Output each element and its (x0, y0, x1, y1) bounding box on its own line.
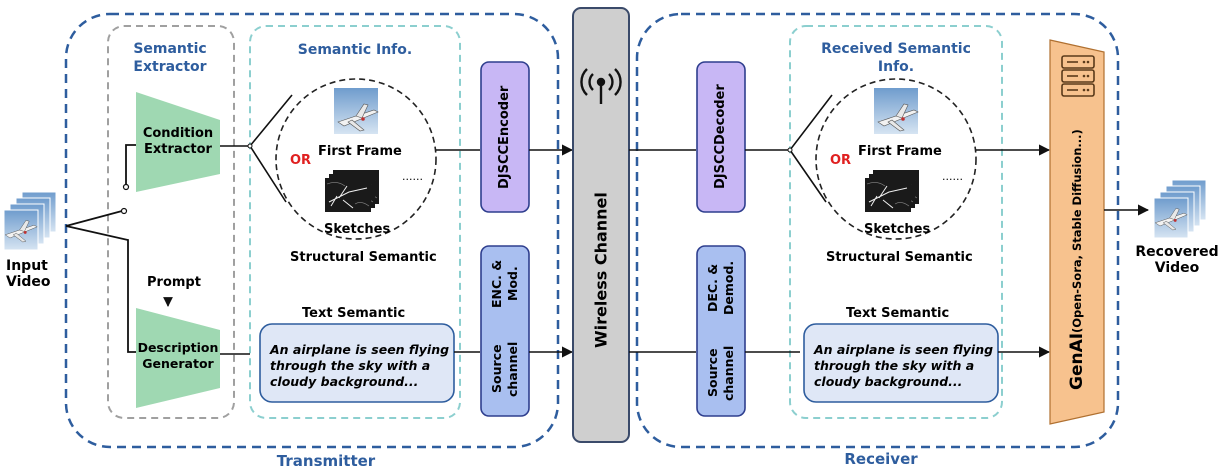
receiver-semantic-circle (815, 78, 977, 240)
tx-ellipsis: ...... (402, 170, 423, 183)
rx-text-semantic-box (803, 323, 999, 403)
transmitter-label: Transmitter (276, 452, 376, 470)
rx-or-label: OR (830, 153, 852, 168)
rx-first-frame-label: First Frame (858, 144, 942, 159)
tx-or-label: OR (290, 153, 312, 168)
prompt-label: Prompt (147, 275, 201, 290)
rx-first-frame-image (874, 88, 919, 134)
rx-structural-semantic: Structural Semantic (826, 250, 973, 265)
tx-structural-semantic: Structural Semantic (290, 250, 437, 265)
recovered-video-icon (1153, 179, 1207, 239)
semantic-info-region (249, 25, 461, 419)
tx-first-frame-label: First Frame (318, 144, 402, 159)
source-enc-box (480, 245, 530, 417)
tx-sketches-label: Sketches (324, 222, 391, 237)
tx-first-frame-image (334, 88, 379, 134)
server-icon (1061, 55, 1095, 97)
transmitter-region (64, 12, 560, 449)
input-video-icon (3, 191, 57, 251)
tx-text-semantic-box (259, 323, 455, 403)
semantic-info-title: Semantic Info. (297, 42, 413, 58)
receiver-label: Receiver (844, 450, 918, 468)
transmitter-semantic-circle (275, 78, 437, 240)
source-dec-box (696, 245, 746, 417)
wireless-channel-label: Wireless Channel (591, 192, 611, 348)
antenna-icon (580, 68, 622, 104)
server-dots (1082, 60, 1090, 92)
tx-sketches-image (324, 169, 380, 213)
condition-extractor-shape (136, 92, 220, 192)
wireless-channel-box (572, 7, 630, 443)
rx-ellipsis: ...... (942, 170, 963, 183)
receiver-region (635, 12, 1120, 449)
tx-text-semantic-title: Text Semantic (302, 306, 406, 321)
genai-shape (1049, 39, 1105, 425)
djscc-decoder-box (696, 61, 746, 213)
djscc-encoder-box (480, 61, 530, 213)
rx-sketches-image (864, 169, 920, 213)
description-generator-shape (136, 308, 220, 408)
received-info-region (789, 25, 1003, 419)
genai-label: GenAI (Open-Sora, Stable Diffusion...) (1067, 129, 1087, 391)
rx-text-semantic-title: Text Semantic (846, 306, 950, 321)
rx-sketches-label: Sketches (864, 222, 931, 237)
